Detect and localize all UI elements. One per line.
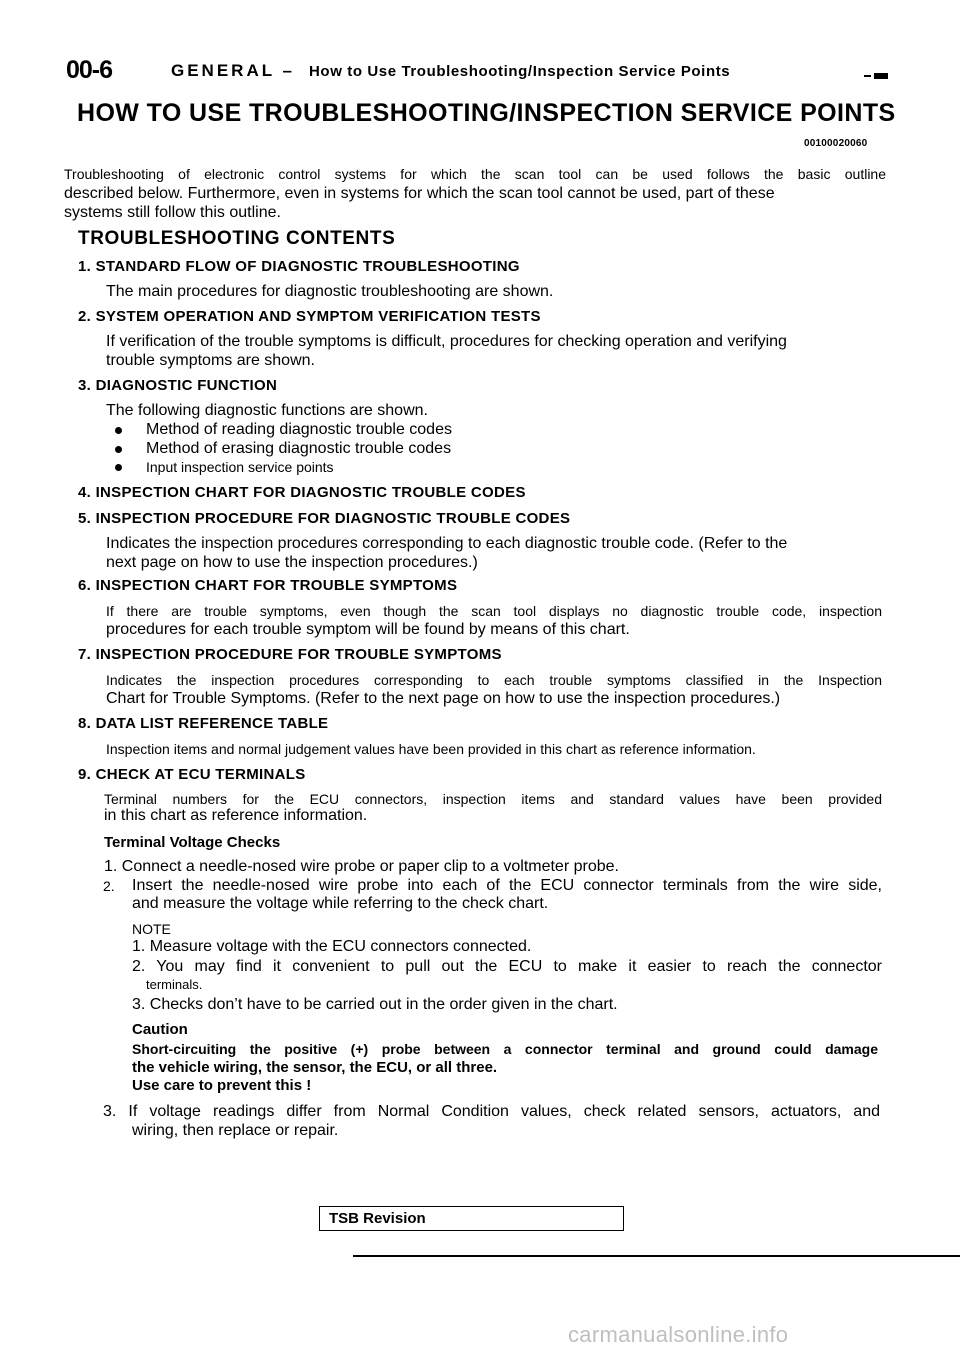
item-6-text-2: procedures for each trouble symptom will… bbox=[106, 621, 630, 638]
terminal-step-3-text-2: wiring, then replace or repair. bbox=[132, 1122, 339, 1139]
terminal-step-1: 1. Connect a needle-nosed wire probe or … bbox=[104, 858, 619, 875]
item-1-heading: 1. STANDARD FLOW OF DIAGNOSTIC TROUBLESH… bbox=[78, 258, 520, 275]
item-4-heading: 4. INSPECTION CHART FOR DIAGNOSTIC TROUB… bbox=[78, 484, 526, 501]
item-6-heading: 6. INSPECTION CHART FOR TROUBLE SYMPTOMS bbox=[78, 577, 458, 594]
bullet-icon bbox=[115, 464, 122, 471]
item-2-heading: 2. SYSTEM OPERATION AND SYMPTOM VERIFICA… bbox=[78, 308, 541, 325]
item-7-heading: 7. INSPECTION PROCEDURE FOR TROUBLE SYMP… bbox=[78, 646, 502, 663]
item-3-text: The following diagnostic functions are s… bbox=[106, 402, 428, 419]
item-8-text: Inspection items and normal judgement va… bbox=[106, 741, 756, 757]
terminal-checks-heading: Terminal Voltage Checks bbox=[104, 834, 281, 851]
caution-label: Caution bbox=[132, 1021, 188, 1038]
terminal-step-3-text-1: 3. If voltage readings differ from Norma… bbox=[103, 1103, 880, 1120]
item-7-text-2: Chart for Trouble Symptoms. (Refer to th… bbox=[106, 690, 781, 707]
terminal-step-2-text-2: and measure the voltage while referring … bbox=[132, 895, 549, 912]
item-5-heading: 5. INSPECTION PROCEDURE FOR DIAGNOSTIC T… bbox=[78, 510, 571, 527]
bullet-icon bbox=[115, 446, 122, 453]
document-code: 00100020060 bbox=[804, 138, 868, 149]
item-3-bullet-1: Method of reading diagnostic trouble cod… bbox=[146, 421, 452, 438]
footer-rule bbox=[353, 1255, 960, 1257]
note-3: 3. Checks don’t have to be carried out i… bbox=[132, 996, 618, 1013]
caution-line-3: Use care to prevent this ! bbox=[132, 1077, 312, 1094]
item-3-heading: 3. DIAGNOSTIC FUNCTION bbox=[78, 377, 278, 394]
item-9-text-1: Terminal numbers for the ECU connectors,… bbox=[104, 791, 882, 807]
note-1: 1. Measure voltage with the ECU connecto… bbox=[132, 938, 532, 955]
item-9-text-2: in this chart as reference information. bbox=[104, 807, 368, 824]
tsb-revision-label: TSB Revision bbox=[329, 1210, 426, 1227]
page-number: 00-6 bbox=[66, 56, 113, 84]
item-3-bullet-3: Input inspection service points bbox=[146, 459, 334, 475]
item-7-text-1: Indicates the inspection procedures corr… bbox=[106, 672, 882, 688]
header-mark-icon bbox=[864, 73, 888, 79]
terminal-step-2-number: 2. bbox=[103, 878, 115, 894]
intro-line-2: described below. Furthermore, even in sy… bbox=[64, 185, 775, 202]
subsection-name: How to Use Troubleshooting/Inspection Se… bbox=[309, 63, 731, 80]
item-8-heading: 8. DATA LIST REFERENCE TABLE bbox=[78, 715, 329, 732]
tsb-revision-box: TSB Revision bbox=[319, 1206, 624, 1231]
page-header: 00-6 GENERAL – How to Use Troubleshootin… bbox=[66, 56, 896, 86]
item-5-text-1: Indicates the inspection procedures corr… bbox=[106, 535, 788, 552]
contents-heading: TROUBLESHOOTING CONTENTS bbox=[78, 228, 396, 249]
site-watermark: carmanualsonline.info bbox=[568, 1322, 789, 1347]
intro-line-1: Troubleshooting of electronic control sy… bbox=[64, 166, 886, 182]
caution-line-2: the vehicle wiring, the sensor, the ECU,… bbox=[132, 1059, 498, 1076]
note-2-cont: terminals. bbox=[146, 977, 203, 992]
item-2-text-2: trouble symptoms are shown. bbox=[106, 352, 315, 369]
item-9-heading: 9. CHECK AT ECU TERMINALS bbox=[78, 766, 306, 783]
item-2-text-1: If verification of the trouble symptoms … bbox=[106, 333, 787, 350]
item-6-text-1: If there are trouble symptoms, even thou… bbox=[106, 603, 882, 619]
intro-line-3: systems still follow this outline. bbox=[64, 204, 281, 221]
item-3-bullet-2: Method of erasing diagnostic trouble cod… bbox=[146, 440, 452, 457]
page-title: HOW TO USE TROUBLESHOOTING/INSPECTION SE… bbox=[77, 99, 896, 127]
bullet-icon bbox=[115, 427, 122, 434]
section-name: GENERAL – bbox=[171, 61, 295, 80]
note-2: 2. You may find it convenient to pull ou… bbox=[132, 958, 882, 975]
item-1-text: The main procedures for diagnostic troub… bbox=[106, 283, 554, 300]
note-label: NOTE bbox=[132, 921, 171, 937]
item-5-text-2: next page on how to use the inspection p… bbox=[106, 554, 478, 571]
terminal-step-2-text-1: Insert the needle-nosed wire probe into … bbox=[132, 877, 882, 894]
caution-line-1: Short-circuiting the positive (+) probe … bbox=[132, 1041, 878, 1057]
